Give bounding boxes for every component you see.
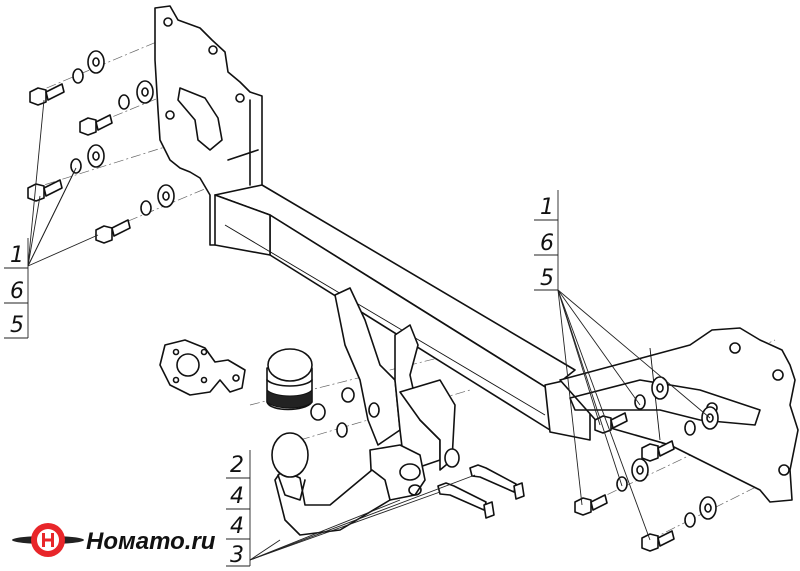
left-mounting-bracket	[154, 5, 263, 246]
callout-left-1: 1	[10, 243, 24, 268]
tow-hitch-neck	[334, 287, 456, 501]
socket-bracket	[159, 339, 246, 396]
left-fasteners	[27, 50, 175, 244]
callout-bottom-3: 4	[230, 514, 244, 539]
callout-left-2: 6	[10, 279, 24, 304]
callout-right-2: 6	[540, 231, 554, 256]
tow-ball-cap	[266, 348, 313, 411]
callout-bottom-2: 4	[230, 484, 244, 509]
right-fasteners	[574, 376, 719, 552]
leader-lines	[27, 99, 711, 561]
callout-bottom-4: 3	[230, 543, 244, 568]
callout-left: 1 6 5	[4, 238, 29, 339]
tow-ball-arm	[271, 432, 391, 536]
logo-emblem-icon	[12, 523, 84, 557]
cross-beam	[214, 184, 591, 441]
callout-right-1: 1	[540, 195, 554, 220]
callout-right-3: 5	[540, 266, 554, 291]
right-mounting-bracket	[559, 327, 799, 503]
callout-right: 1 6 5	[534, 190, 559, 291]
callout-bottom-1: 2	[230, 453, 244, 478]
logo: Номато.ru	[12, 523, 216, 557]
hitch-fasteners	[310, 387, 525, 519]
logo-text: Номато.ru	[86, 528, 216, 555]
callout-left-3: 5	[10, 313, 24, 338]
callout-bottom: 2 4 4 3	[226, 450, 251, 568]
